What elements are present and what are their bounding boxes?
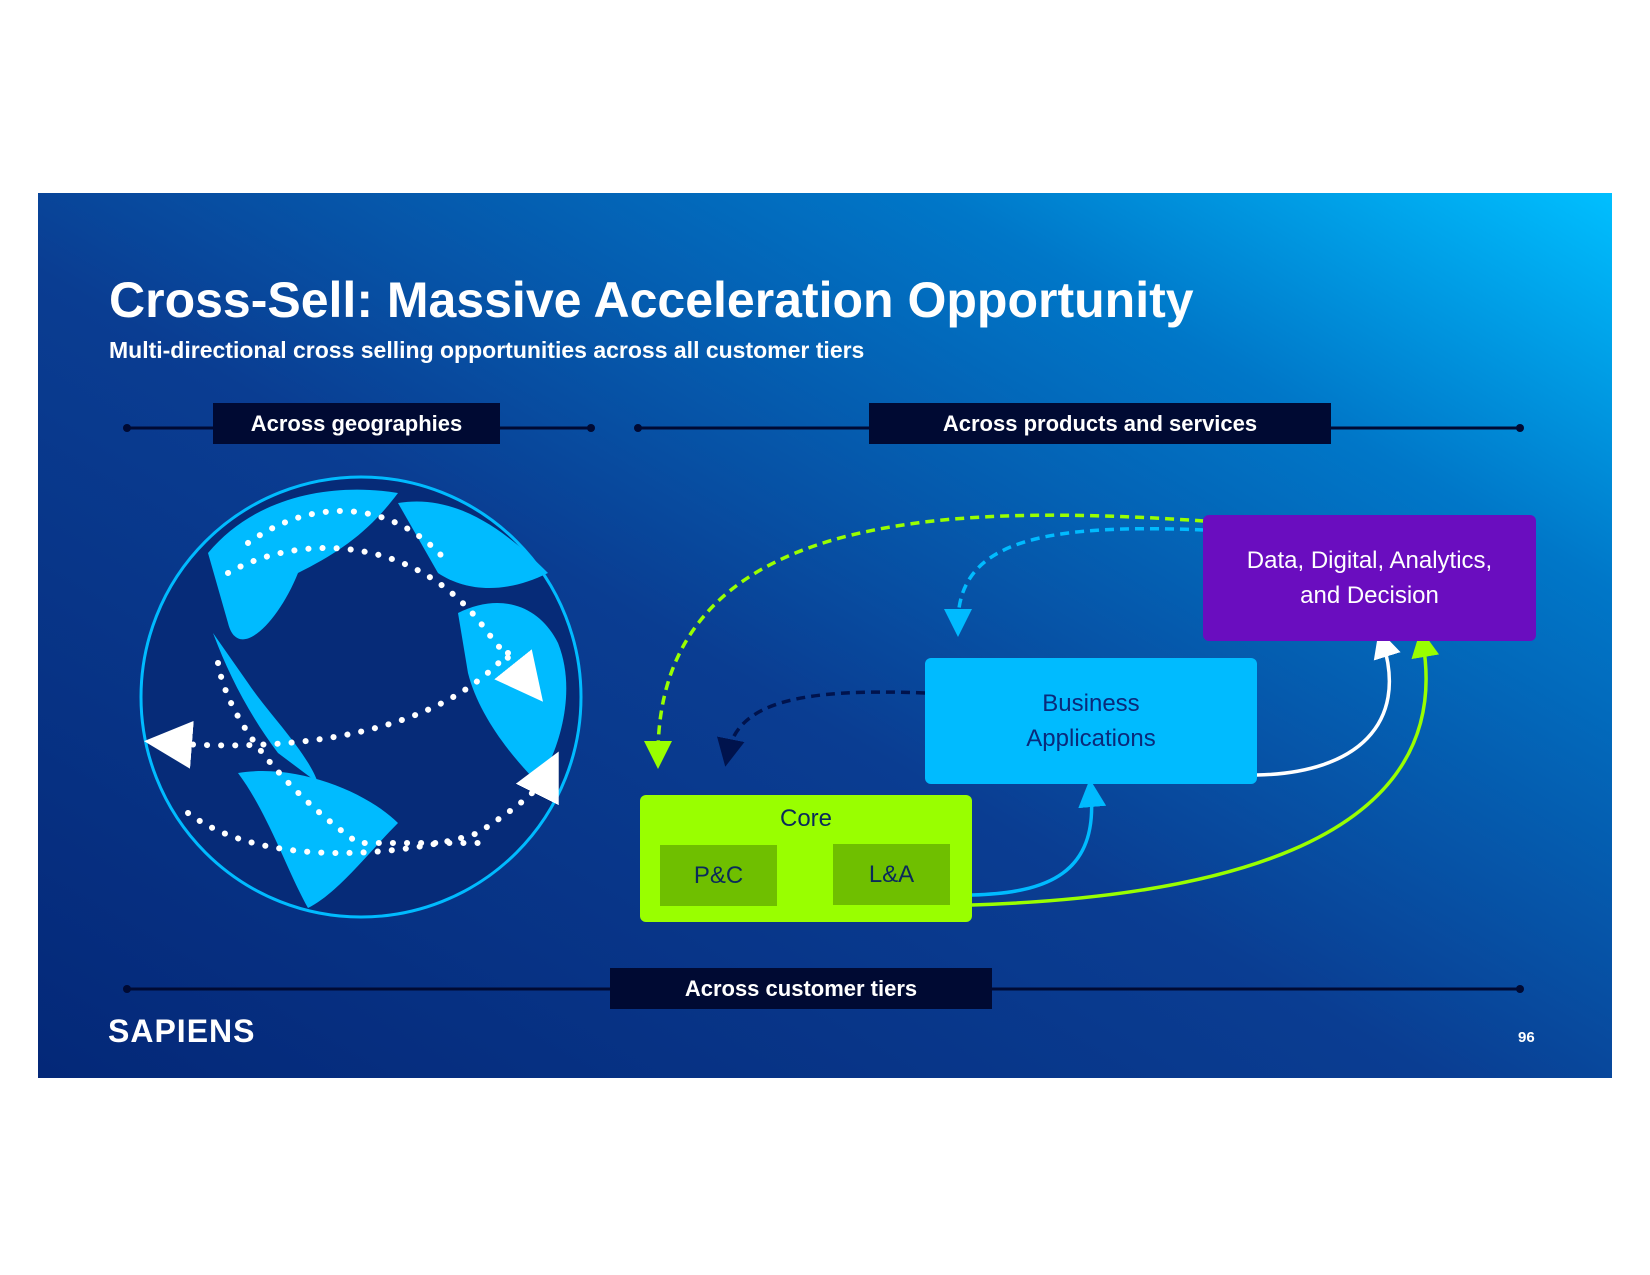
business-applications-box: Business Applications (925, 658, 1257, 784)
la-box: L&A (833, 844, 950, 905)
arrow-core-to-business (971, 779, 1107, 897)
section-header-products: Across products and services (869, 403, 1331, 444)
slide: Cross-Sell: Massive Acceleration Opportu… (38, 193, 1612, 1078)
page-number: 96 (1518, 1029, 1535, 1046)
connector-lines (123, 424, 1524, 993)
data-digital-label: Data, Digital, Analytics, and Decision (1246, 547, 1493, 609)
arrow-business-to-data (1256, 629, 1401, 777)
core-box: Core P&C L&A (640, 795, 972, 922)
section-header-geographies: Across geographies (213, 403, 500, 444)
page-title: Cross-Sell: Massive Acceleration Opportu… (109, 272, 1194, 328)
arrow-core-to-data (971, 629, 1440, 907)
pc-box: P&C (660, 845, 777, 906)
business-applications-label: Business Applications (1026, 690, 1156, 752)
page-subtitle: Multi-directional cross selling opportun… (109, 337, 865, 363)
section-header-tiers: Across customer tiers (610, 968, 992, 1009)
sapiens-logo: SAPIENS (108, 1013, 256, 1049)
core-label: Core (779, 805, 833, 832)
arrow-business-to-core (717, 690, 926, 767)
arrow-data-to-business (944, 526, 1205, 637)
data-digital-box: Data, Digital, Analytics, and Decision (1203, 515, 1536, 641)
globe-icon (139, 475, 583, 919)
